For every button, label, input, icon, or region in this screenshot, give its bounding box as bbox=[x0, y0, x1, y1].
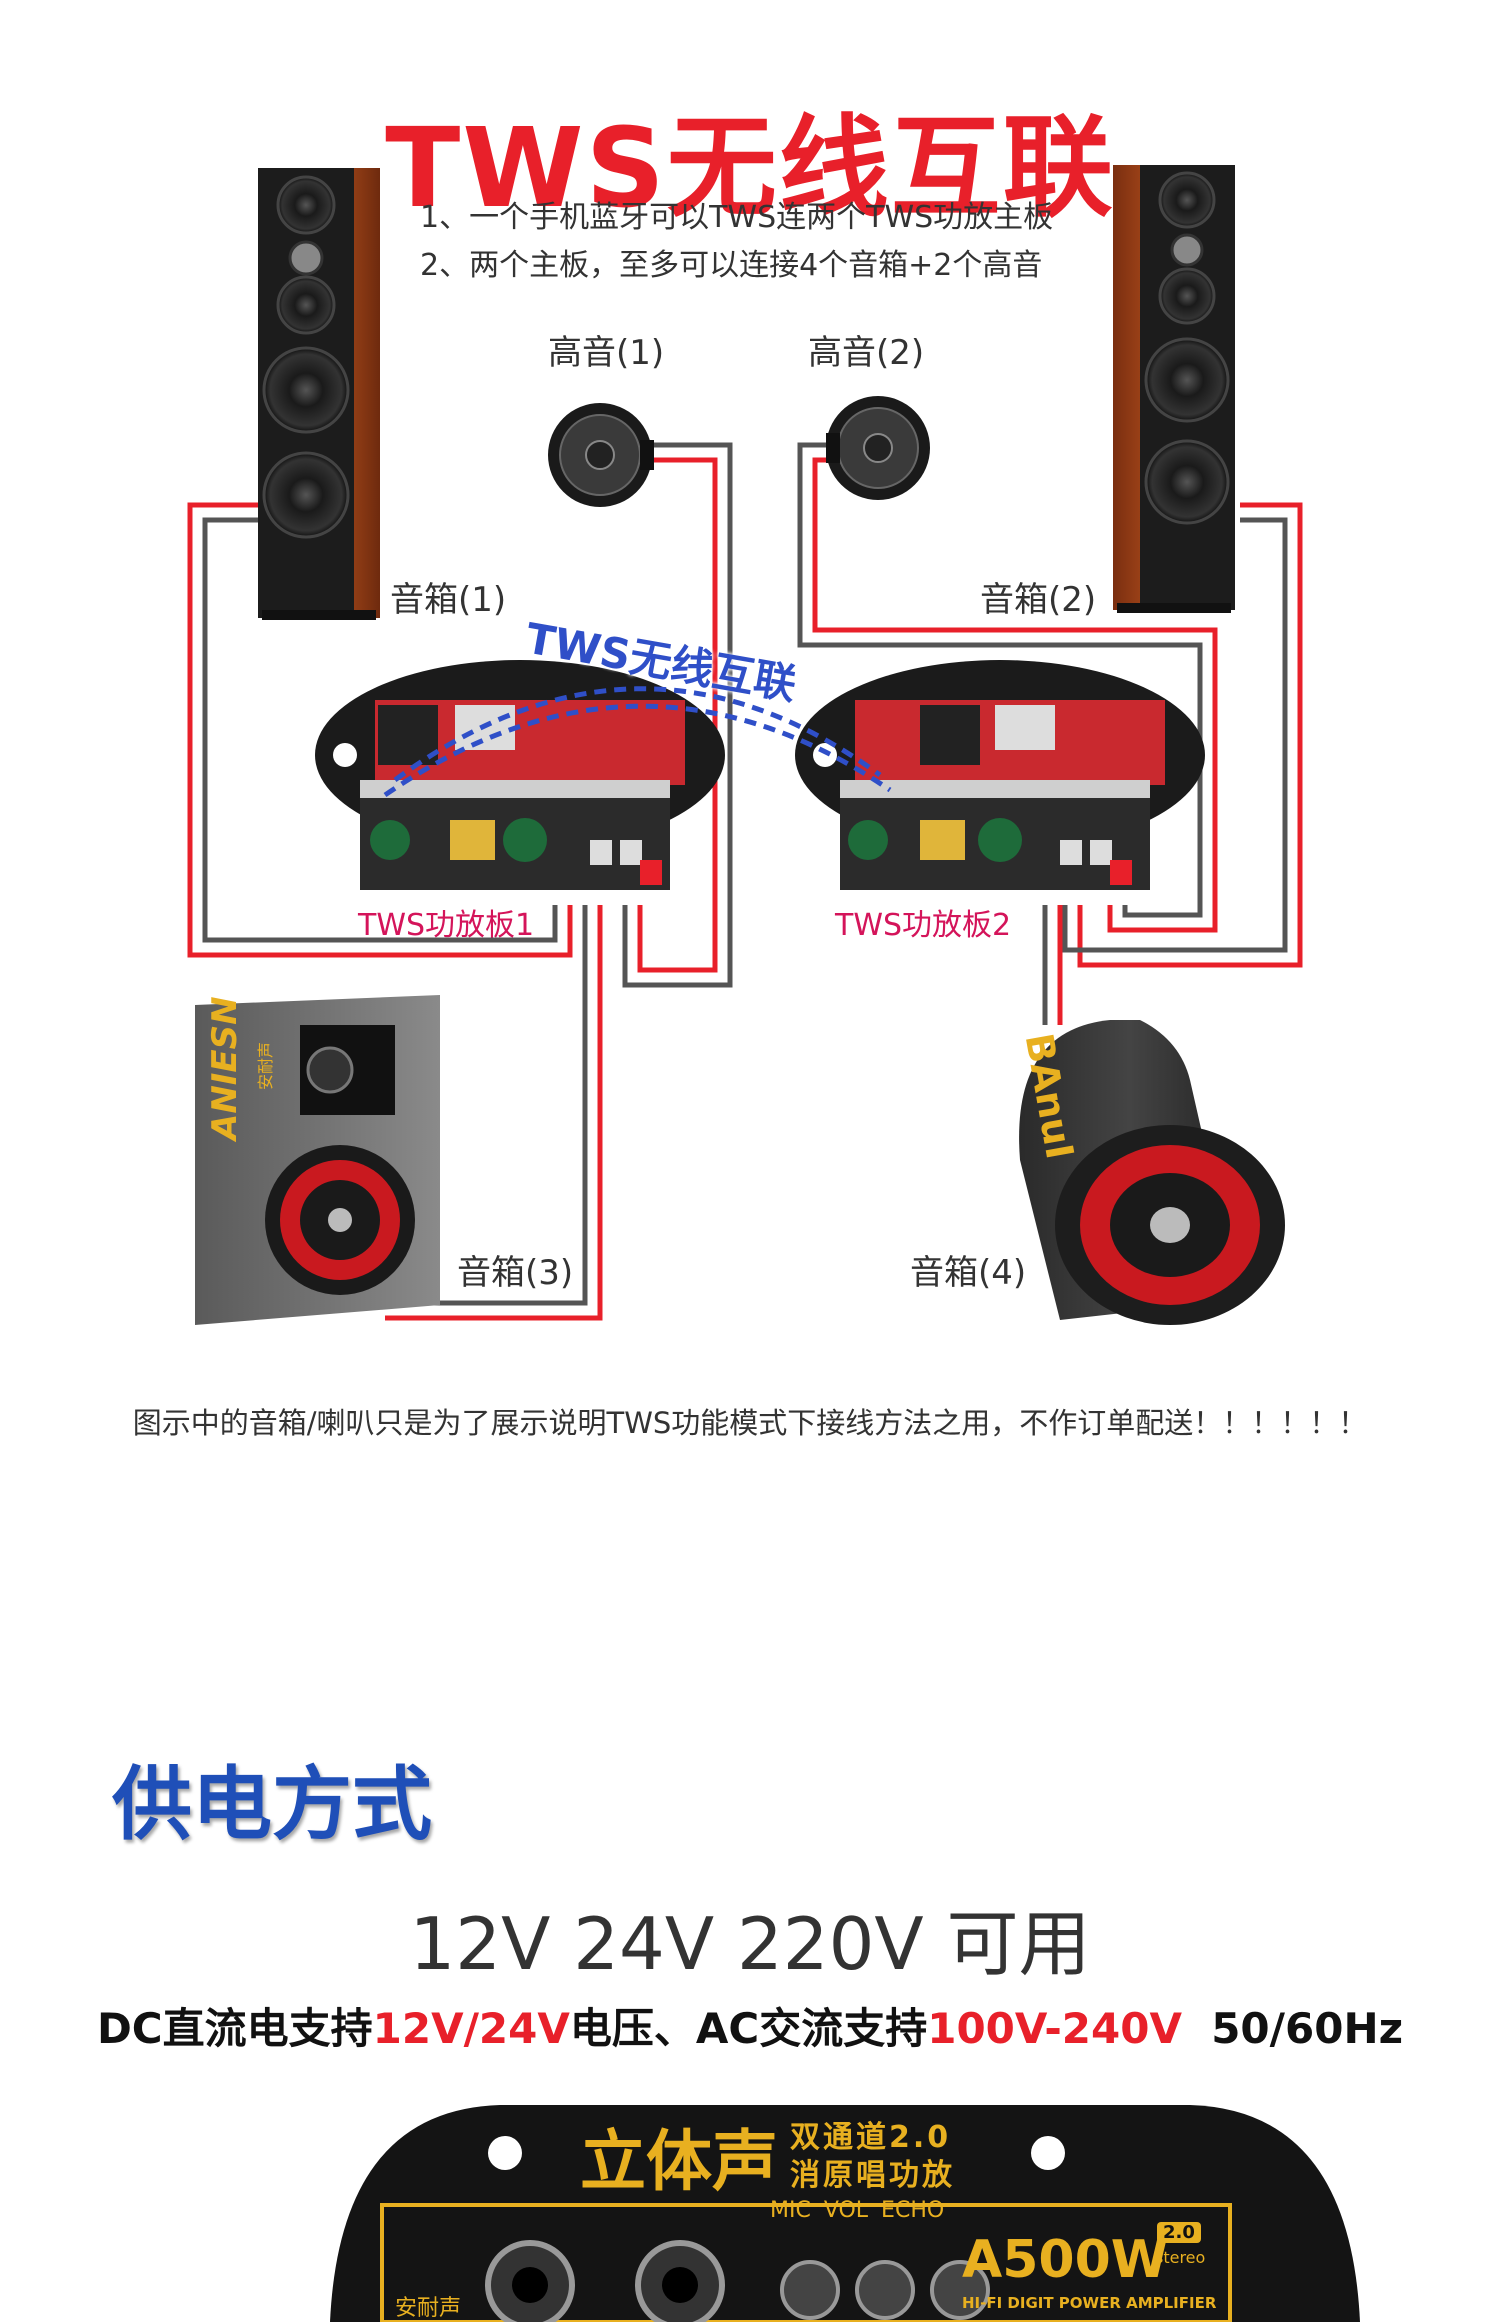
ac-voltage: 100V-240V bbox=[927, 2004, 1182, 2053]
panel-tagline: HI-FI DIGIT POWER AMPLIFIER bbox=[962, 2294, 1217, 2312]
speaker-1-label: 音箱(1) bbox=[390, 580, 507, 620]
box-speaker-brand-small: 安耐声 bbox=[256, 1041, 275, 1090]
speaker-3-label: 音箱(3) bbox=[457, 1253, 574, 1293]
tower-speaker-1-image bbox=[258, 168, 380, 620]
tweeter-1-label: 高音(1) bbox=[548, 333, 665, 373]
note-2: 2、两个主板，至多可以连接4个音箱+2个高音 bbox=[420, 248, 1043, 283]
wires bbox=[187, 442, 1303, 1321]
tube-speaker-4-image bbox=[1019, 1020, 1285, 1325]
wireless-link-arc bbox=[383, 686, 892, 798]
tweeter-2-label: 高音(2) bbox=[808, 333, 925, 373]
panel-subtitle-1: 双通道2.0 bbox=[790, 2120, 952, 2155]
panel-badge-bottom: stereo bbox=[1155, 2248, 1206, 2267]
knob-labels: MIC VOL ECHO bbox=[770, 2198, 945, 2223]
amp-board-1-image bbox=[315, 660, 725, 890]
power-title: 供电方式 bbox=[112, 1758, 432, 1851]
ac-label: 电压、AC交流支持 bbox=[569, 2004, 928, 2053]
speaker-2-label: 音箱(2) bbox=[980, 580, 1097, 620]
tweeter-1-image bbox=[548, 403, 654, 507]
diagram-title: TWS无线互联 bbox=[385, 104, 1115, 232]
tweeter-2-image bbox=[826, 396, 930, 500]
amp-panel-image bbox=[330, 2105, 1360, 2322]
frequency: 50/60Hz bbox=[1211, 2004, 1404, 2053]
board-1-label: TWS功放板1 bbox=[358, 908, 535, 943]
voltage-spec-line: DC直流电支持12V/24V电压、AC交流支持100V-240V 50/60Hz bbox=[0, 1995, 1500, 2056]
dc-label: DC直流电支持 bbox=[96, 2004, 373, 2053]
dc-voltage: 12V/24V bbox=[372, 2004, 570, 2053]
panel-model: A500W bbox=[962, 2230, 1169, 2290]
note-1: 1、一个手机蓝牙可以TWS连两个TWS功放主板 bbox=[420, 200, 1054, 235]
amp-board-2-image bbox=[795, 660, 1205, 890]
panel-subtitle-2: 消原唱功放 bbox=[790, 2158, 955, 2193]
speaker-4-label: 音箱(4) bbox=[910, 1253, 1027, 1293]
voltage-options: 12V 24V 220V 可用 bbox=[409, 1902, 1091, 1986]
tower-speaker-2-image bbox=[1113, 165, 1235, 613]
panel-brand: 安耐声 bbox=[395, 2296, 462, 2321]
panel-badge-top: 2.0 bbox=[1157, 2222, 1201, 2243]
panel-title: 立体声 bbox=[580, 2123, 778, 2200]
box-speaker-3-image bbox=[195, 995, 440, 1325]
box-speaker-brand: ANIESN bbox=[205, 996, 245, 1140]
board-2-label: TWS功放板2 bbox=[835, 908, 1012, 943]
disclaimer: 图示中的音箱/喇叭只是为了展示说明TWS功能模式下接线方法之用，不作订单配送！！… bbox=[132, 1406, 1368, 1440]
